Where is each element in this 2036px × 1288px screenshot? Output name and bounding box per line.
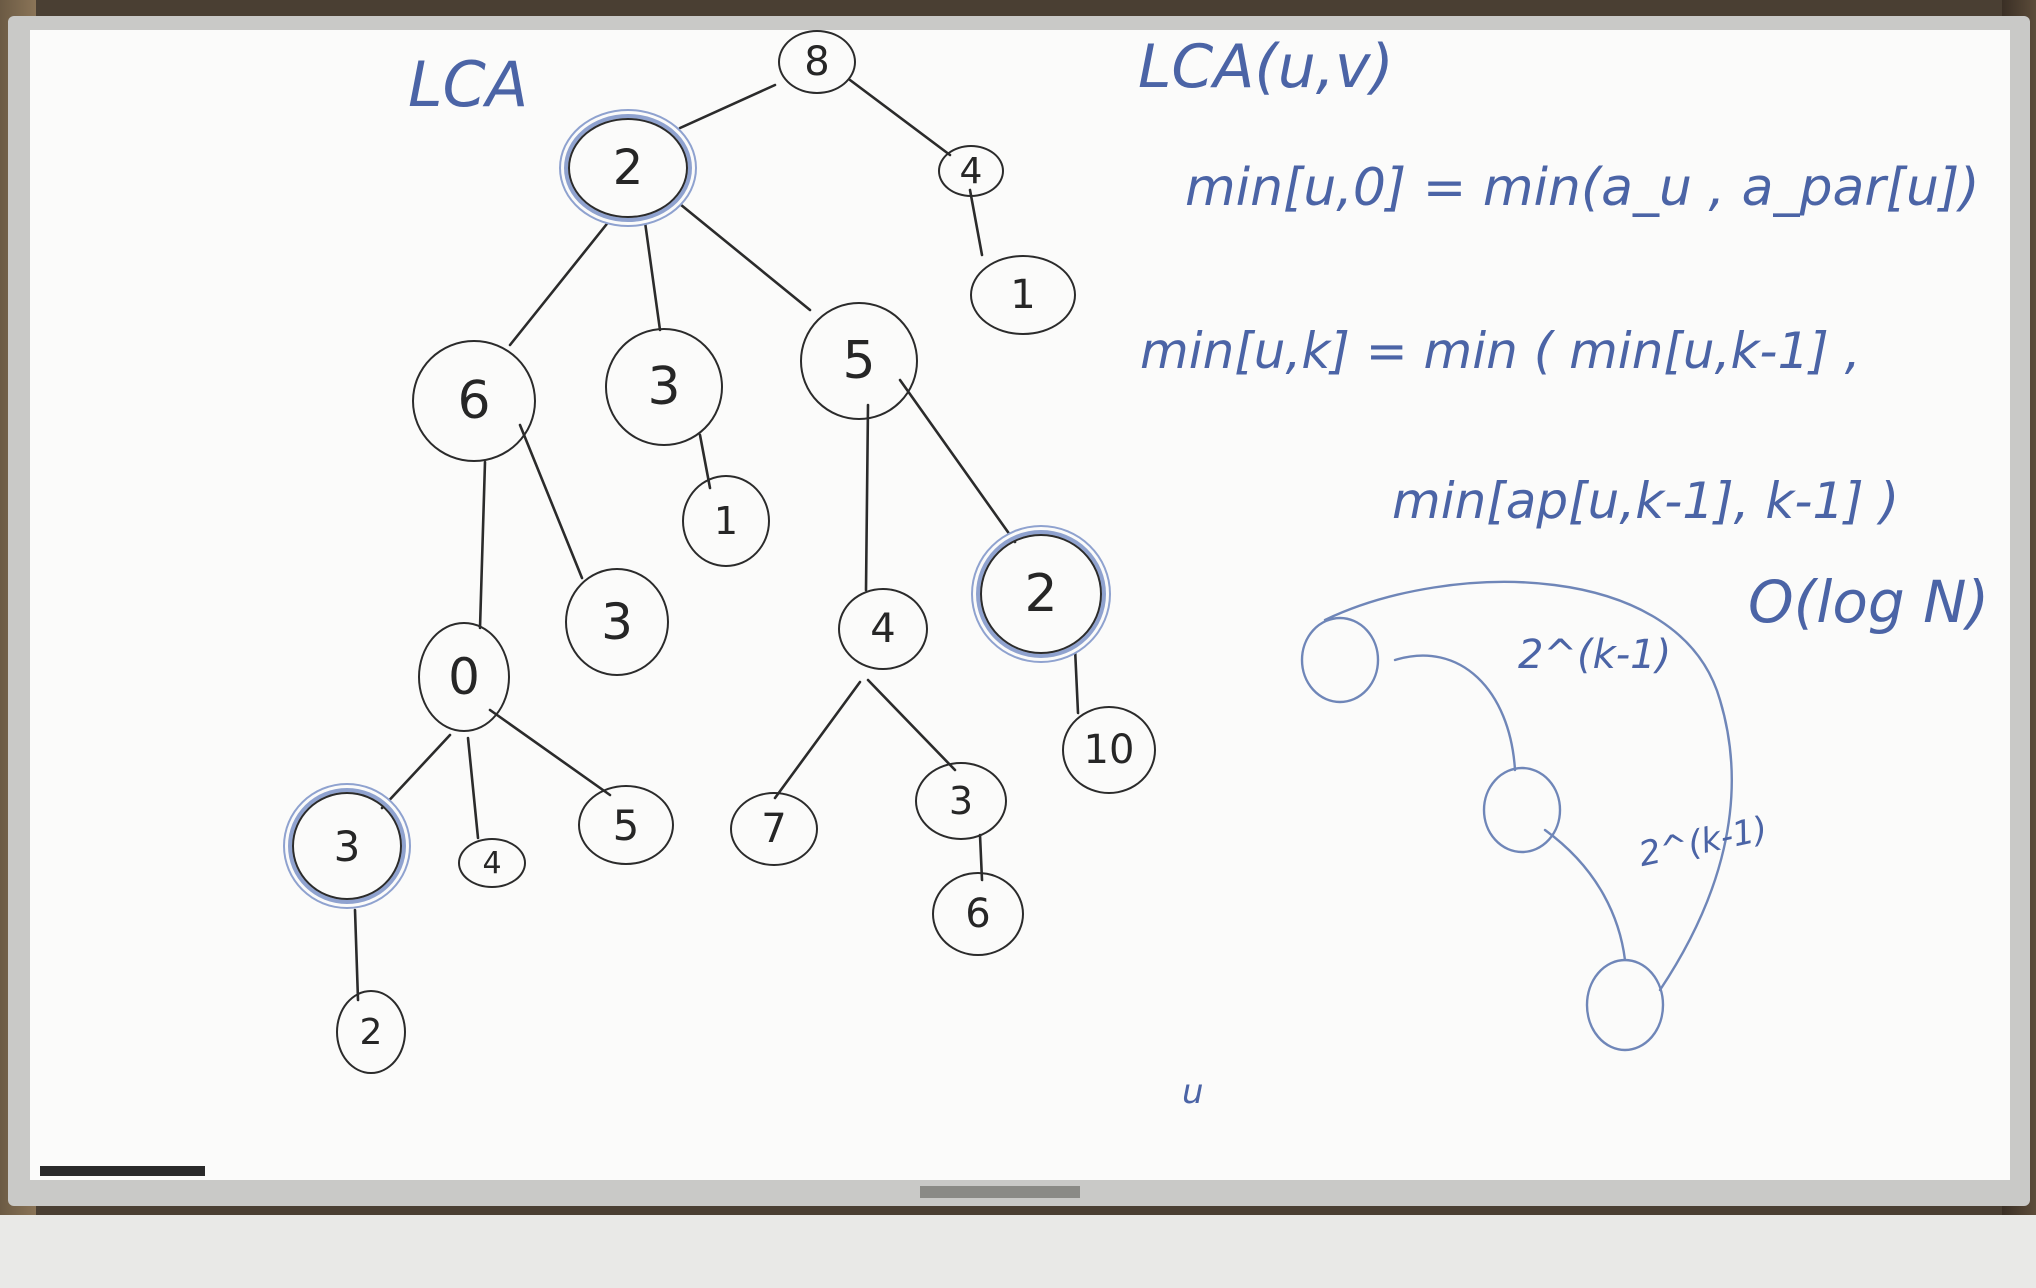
marker-pen: [40, 1166, 205, 1176]
tree-node: 3: [915, 762, 1007, 840]
tree-node: 7: [730, 792, 818, 866]
tree-node: 0: [418, 622, 510, 732]
tree-node: 2: [568, 118, 688, 218]
diagram-node-middle: [1482, 766, 1562, 854]
stray-mark: u: [1182, 1072, 1204, 1112]
diagram-node-top: [1300, 616, 1380, 704]
tree-node: 4: [458, 838, 526, 888]
binary-lifting-diagram: [1300, 580, 1733, 1052]
formula-line-2: min[u,k] = min ( min[u,k-1] ,: [1140, 322, 1861, 380]
tree-node: 2: [980, 534, 1102, 654]
tree-node: 5: [578, 785, 674, 865]
tree-edges: [353, 78, 1080, 1002]
formula-line-1: min[u,0] = min(a_u , a_par[u]): [1185, 158, 1980, 218]
title-right: LCA(u,v): [1138, 32, 1394, 102]
floor-strip: [0, 1215, 2036, 1288]
diagram-node-bottom: [1585, 958, 1665, 1052]
tree-node: 1: [682, 475, 770, 567]
formula-line-3: min[ap[u,k-1], k-1] ): [1392, 472, 1900, 530]
tree-node: 6: [412, 340, 536, 462]
tree-node: 5: [800, 302, 918, 420]
tree-node: 6: [932, 872, 1024, 956]
tree-node: 2: [336, 990, 406, 1074]
complexity-label: O(log N): [1748, 568, 1990, 636]
marker-tray: [920, 1186, 1080, 1198]
tree-node: 3: [605, 328, 723, 446]
tree-node: 4: [938, 145, 1004, 197]
title-left: LCA: [408, 48, 529, 121]
tree-node: 10: [1062, 706, 1156, 794]
tree-node: 1: [970, 255, 1076, 335]
tree-node: 3: [292, 792, 402, 900]
jump-label-upper: 2^(k-1): [1518, 632, 1672, 678]
tree-node: 8: [778, 30, 856, 94]
tree-node: 3: [565, 568, 669, 676]
tree-node: 4: [838, 588, 928, 670]
